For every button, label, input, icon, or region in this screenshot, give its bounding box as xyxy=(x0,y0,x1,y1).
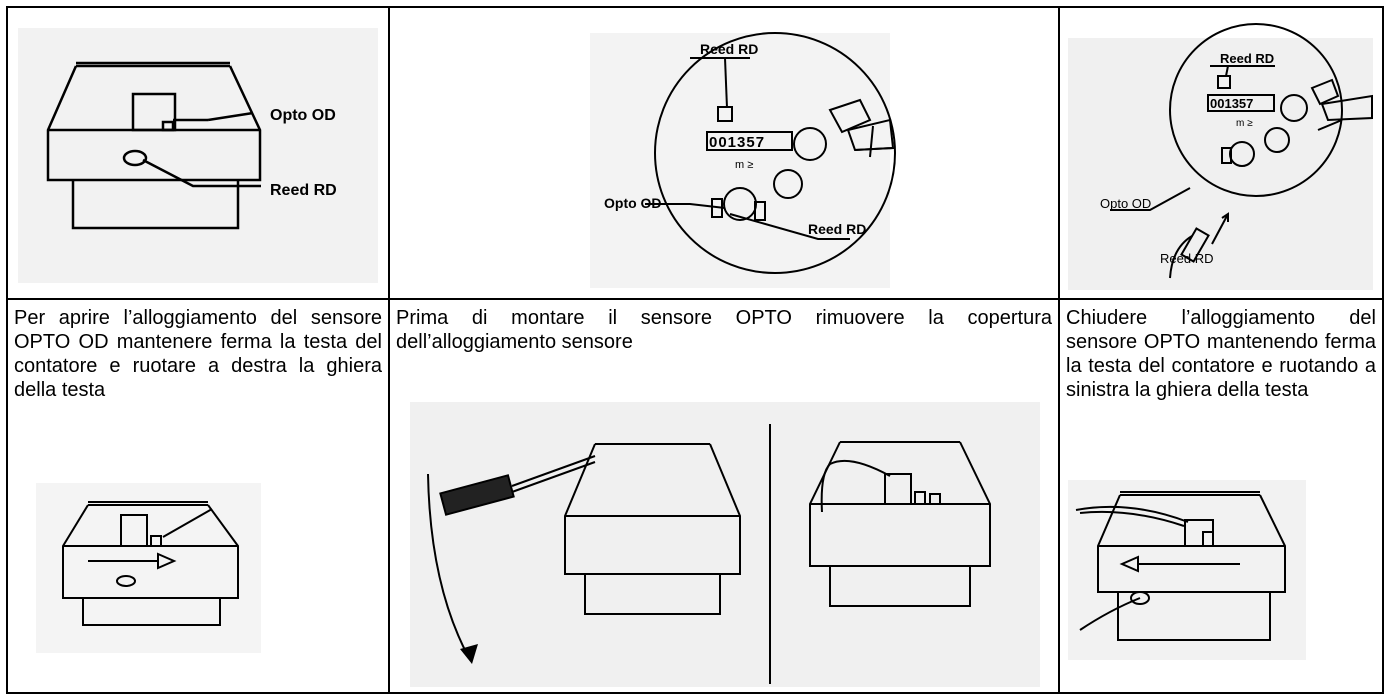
label-reed-top: Reed RD xyxy=(700,41,758,57)
meter-dial-reed-figure: 001357 m ≥ Reed RD Opto OD Reed RD xyxy=(1068,23,1373,290)
label-reed-bottom: Reed RD xyxy=(1160,251,1213,266)
unit-label: m ≥ xyxy=(1236,118,1253,129)
meter-open-rotation-figure xyxy=(36,483,261,653)
label-reed-top: Reed RD xyxy=(1220,51,1274,66)
label-opto: Opto OD xyxy=(270,107,336,124)
instruction-close-text: Chiudere l’alloggiamento del sensore OPT… xyxy=(1066,307,1376,401)
cell-top-left: Opto OD Reed RD xyxy=(6,6,390,300)
label-reed: Reed RD xyxy=(270,182,337,199)
cell-top-right: 001357 m ≥ Reed RD Opto OD Reed RD xyxy=(1058,6,1384,300)
meter-dial-face-figure: 001357 m ≥ Reed RD Opto OD Reed RD xyxy=(590,32,896,288)
cell-bottom-middle: Prima di montare il sensore OPTO rimuove… xyxy=(388,298,1060,694)
label-opto: Opto OD xyxy=(1100,196,1151,211)
cell-bottom-left: Per aprire l’alloggiamento del sensore O… xyxy=(6,298,390,694)
instruction-remove-cover-text: Prima di montare il sensore OPTO rimuove… xyxy=(396,307,1052,353)
counter-digits: 001357 xyxy=(709,134,765,151)
counter-digits: 001357 xyxy=(1210,96,1253,111)
unit-label: m ≥ xyxy=(735,159,753,171)
instruction-table: Opto OD Reed RD xyxy=(6,6,1384,694)
cover-removal-figure xyxy=(410,402,1040,687)
meter-side-view-figure: Opto OD Reed RD xyxy=(18,28,378,283)
instruction-open-text: Per aprire l’alloggiamento del sensore O… xyxy=(14,307,382,401)
meter-close-rotation-figure xyxy=(1068,480,1306,660)
label-opto: Opto OD xyxy=(604,195,662,211)
label-reed-bottom: Reed RD xyxy=(808,221,866,237)
cell-bottom-right: Chiudere l’alloggiamento del sensore OPT… xyxy=(1058,298,1384,694)
cell-top-middle: 001357 m ≥ Reed RD Opto OD Reed RD xyxy=(388,6,1060,300)
